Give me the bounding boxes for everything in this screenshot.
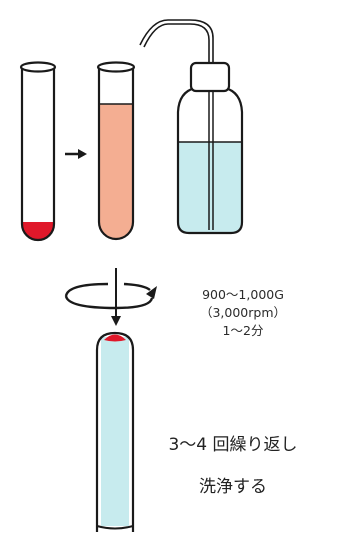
rotation-arrowhead [146, 286, 157, 299]
wash-tube-rim [96, 61, 136, 73]
repeat-count-label: 3～4 回繰り返し [168, 435, 298, 455]
sample-tube [19, 61, 57, 242]
wash-bottle [139, 19, 244, 235]
centrifuged-tube-pellet [104, 334, 126, 342]
rotation-arc-right [123, 282, 151, 291]
centrifuged-tube [95, 331, 135, 532]
sample-tube-body [20, 69, 56, 242]
centrifuged-tube-body [95, 331, 135, 532]
transfer-arrow [65, 149, 87, 159]
centrifuge-speed-label: （3,000rpm） [199, 305, 287, 320]
rotation-arc-front [64, 295, 154, 310]
wash-bottle-body [176, 86, 244, 235]
centrifuged-tube-rim [96, 525, 134, 530]
centrifuge-down-arrow [111, 316, 121, 326]
centrifuged-tube-fill [101, 337, 129, 526]
centrifuge-force-label: 900～1,000G [202, 287, 284, 302]
sample-tube-blood [22, 222, 54, 240]
wash-bottle-cap [189, 61, 231, 93]
rotation-arc-back [64, 282, 109, 297]
sample-tube-rim [19, 61, 57, 73]
wash-bottle-nozzle [143, 23, 210, 63]
centrifuge-rotation-symbol [64, 268, 157, 326]
wash-tube-liquid [99, 104, 133, 239]
wash-tube-body [97, 69, 135, 241]
wash-tube [96, 61, 136, 241]
repeat-wash-label: 洗浄する [199, 477, 267, 497]
centrifuge-time-label: 1～2分 [222, 323, 264, 338]
wash-bottle-liquid [178, 142, 242, 233]
